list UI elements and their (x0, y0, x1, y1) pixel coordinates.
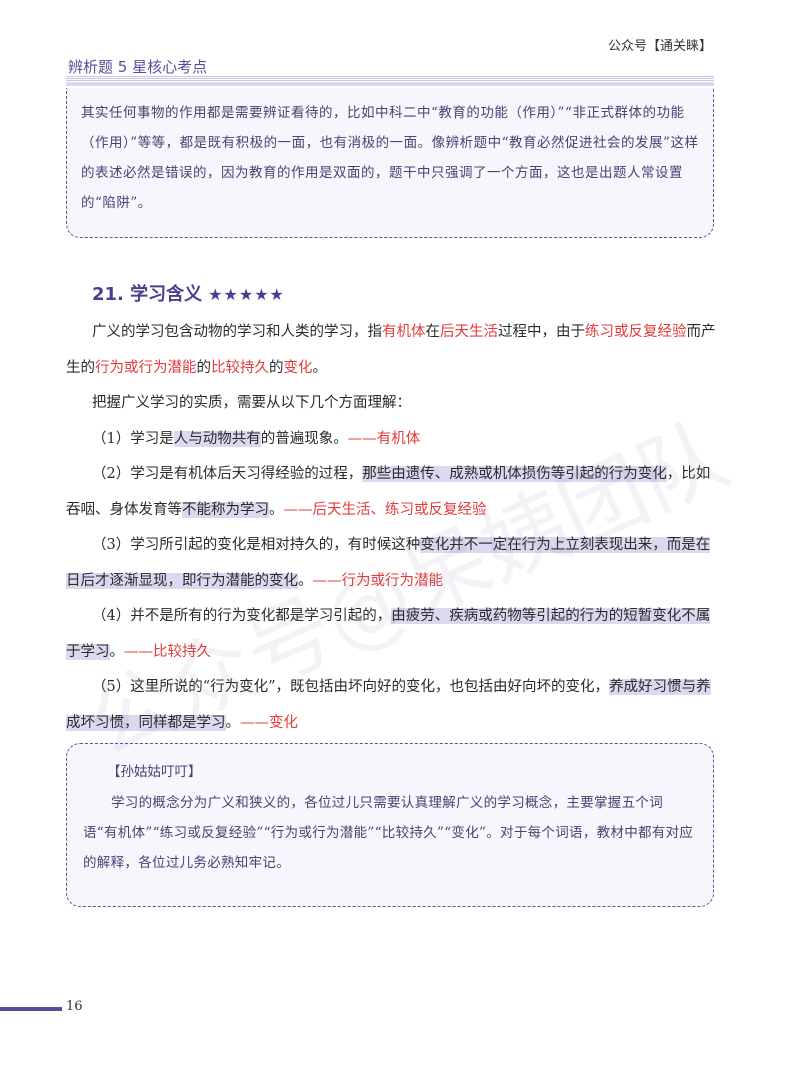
keyword-practice: 练习或反复经验 (585, 324, 687, 340)
keyword-behavior: 行为或行为潜能 (95, 359, 197, 376)
point-1-highlight: 人与动物共有 (173, 430, 261, 447)
note-box-top: 其实任何事物的作用都是需要辨证看待的，比如中科二中“教育的功能（作用）”“非正式… (66, 88, 714, 238)
note-box-top-text: 其实任何事物的作用都是需要辨证看待的，比如中科二中“教育的功能（作用）”“非正式… (81, 105, 699, 211)
point-2-highlight: 那些由遗传、成熟或机体损伤等引起的行为变化 (362, 466, 667, 482)
keyword-lasting: 比较持久 (211, 359, 269, 376)
keyword-acquired-life: 后天生活 (440, 324, 498, 340)
header-rule-accent (66, 82, 714, 86)
point-5-keyword: ——变化 (240, 714, 298, 731)
note-box-bottom-text: 学习的概念分为广义和狭义的，各位过儿只需要认真理解广义的学习概念，主要掌握五个词… (83, 795, 694, 871)
main-content: 广义的学习包含动物的学习和人类的学习，指有机体在后天生活过程中，由于练习或反复经… (66, 315, 716, 741)
definition-paragraph: 广义的学习包含动物的学习和人类的学习，指有机体在后天生活过程中，由于练习或反复经… (66, 324, 716, 376)
header-account: 公众号【通关睐】 (607, 39, 712, 54)
point-3-keyword: ——行为或行为潜能 (312, 572, 444, 589)
point-3: （3）学习所引起的变化是相对持久的，有时候这种变化并不一定在行为上立刻表现出来，… (66, 537, 711, 589)
header-rule (66, 76, 714, 82)
note-box-bottom-title: 【孙姑姑叮叮】 (107, 764, 202, 780)
intro-paragraph: 把握广义学习的实质，需要从以下几个方面理解： (92, 395, 411, 411)
header-title: 辨析题 5 星核心考点 (68, 58, 208, 76)
footer-bar (0, 1007, 62, 1011)
point-1: （1）学习是人与动物共有的普遍现象。——有机体 (92, 430, 421, 447)
point-2-keyword: ——后天生活、练习或反复经验 (283, 501, 487, 518)
point-5: （5）这里所说的“行为变化”，既包括由坏向好的变化，也包括由好向坏的变化，养成好… (66, 679, 711, 731)
point-4: （4）并不是所有的行为变化都是学习引起的，由疲劳、疾病或药物等引起的行为的短暂变… (66, 608, 711, 660)
keyword-change: 变化 (283, 359, 313, 376)
star-rating: ★★★★★ (208, 285, 285, 304)
point-2-highlight-2: 不能称为学习 (182, 501, 269, 518)
section-title-text: 21. 学习含义 (92, 284, 203, 305)
keyword-organism: 有机体 (382, 324, 426, 340)
section-title: 21. 学习含义 ★★★★★ (92, 280, 285, 306)
note-box-bottom: 【孙姑姑叮叮】 学习的概念分为广义和狭义的，各位过儿只需要认真理解广义的学习概念… (66, 743, 714, 907)
point-2: （2）学习是有机体后天习得经验的过程，那些由遗传、成熟或机体损伤等引起的行为变化… (66, 466, 711, 518)
point-4-keyword: ——比较持久 (124, 643, 211, 660)
page-number: 16 (66, 999, 83, 1014)
point-1-keyword: ——有机体 (347, 430, 421, 447)
